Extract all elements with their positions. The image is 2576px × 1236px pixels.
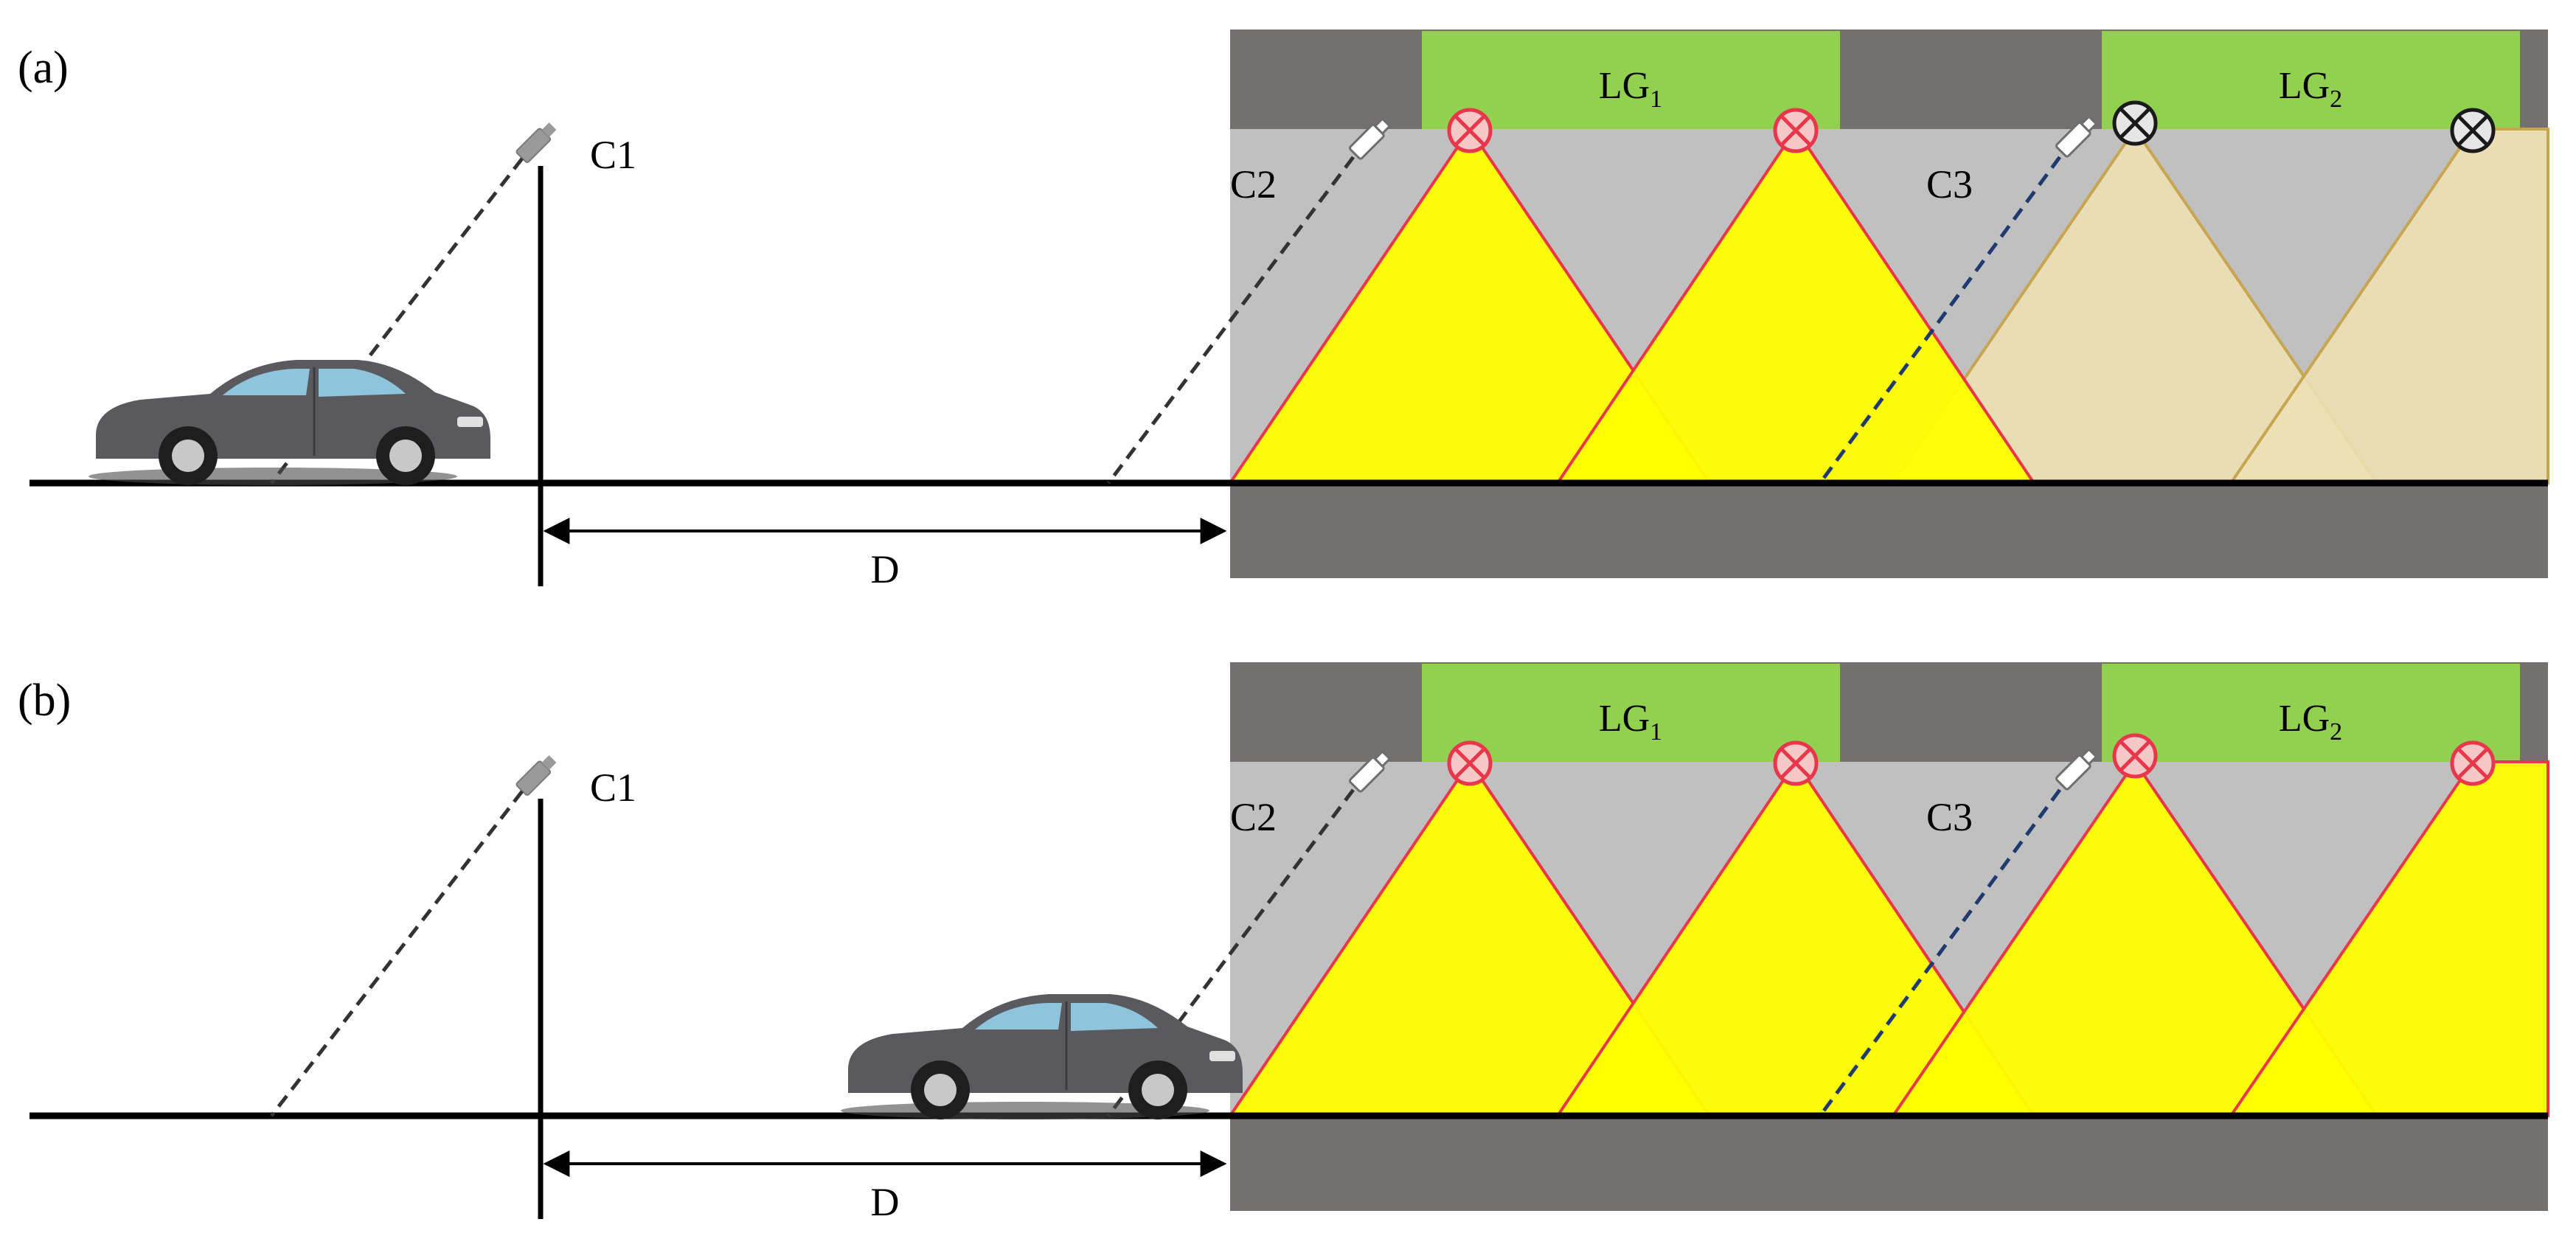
camera-label-c2: C2 bbox=[1230, 162, 1277, 206]
beams-group-1-active bbox=[1227, 126, 2037, 485]
camera-sightline bbox=[270, 157, 524, 485]
beams-all-active bbox=[1227, 759, 2549, 1117]
light-group-2: LG2 bbox=[2102, 664, 2520, 762]
distance-label: D bbox=[871, 1180, 900, 1224]
car-icon bbox=[88, 360, 490, 485]
panel-label: (b) bbox=[18, 676, 71, 726]
svg-text:LG1: LG1 bbox=[1599, 65, 1662, 113]
lamp-off-icon bbox=[2450, 108, 2496, 153]
light-group-1-subscript: 1 bbox=[1650, 86, 1662, 113]
light-group-1: LG1 bbox=[1422, 664, 1840, 762]
camera-icon bbox=[2055, 115, 2098, 158]
lamp-off-icon bbox=[2112, 100, 2158, 146]
svg-text:LG2: LG2 bbox=[2279, 698, 2342, 746]
lamp-icon bbox=[1773, 108, 1819, 153]
light-group-2-subscript: 2 bbox=[2330, 718, 2342, 746]
camera-label-c3: C3 bbox=[1926, 795, 1973, 839]
camera-label-c3: C3 bbox=[1926, 162, 1973, 206]
tunnel-floor bbox=[1230, 485, 2548, 578]
camera-sightline bbox=[1107, 788, 1355, 1117]
svg-text:LG2: LG2 bbox=[2279, 65, 2342, 113]
light-group-1-name: LG bbox=[1599, 698, 1650, 740]
lamp-icon bbox=[2450, 740, 2496, 786]
camera-sightline bbox=[1818, 788, 2062, 1117]
light-group-2: LG2 bbox=[2102, 31, 2520, 129]
tunnel-floor bbox=[1230, 1117, 2548, 1211]
camera-icon bbox=[2055, 748, 2098, 791]
car-icon bbox=[841, 994, 1243, 1119]
camera-icon bbox=[1349, 750, 1392, 793]
panel-label: (a) bbox=[18, 43, 69, 93]
lamp-icon bbox=[1773, 740, 1819, 786]
camera-sightline bbox=[1107, 156, 1355, 485]
camera-label-c1: C1 bbox=[590, 765, 636, 810]
lamp-icon bbox=[1447, 740, 1493, 786]
camera-icon bbox=[1349, 117, 1392, 160]
camera-label-c2: C2 bbox=[1230, 795, 1277, 839]
camera-icon bbox=[515, 122, 557, 164]
panel-b: LG1 LG2 bbox=[18, 662, 2549, 1224]
light-group-2-name: LG bbox=[2279, 698, 2330, 740]
camera-icon bbox=[515, 755, 557, 796]
light-group-2-subscript: 2 bbox=[2330, 86, 2342, 113]
camera-sightline bbox=[1818, 156, 2062, 485]
light-group-1: LG1 bbox=[1422, 31, 1840, 129]
camera-label-c1: C1 bbox=[590, 133, 636, 177]
camera-sightline bbox=[270, 790, 524, 1117]
light-group-1-name: LG bbox=[1599, 65, 1650, 107]
light-group-1-subscript: 1 bbox=[1650, 718, 1662, 746]
distance-label: D bbox=[871, 547, 900, 591]
panel-a: LG1 LG2 bbox=[18, 29, 2549, 591]
light-group-2-name: LG bbox=[2279, 65, 2330, 107]
lamp-icon bbox=[1447, 108, 1493, 153]
svg-text:LG1: LG1 bbox=[1599, 698, 1662, 746]
lamp-icon bbox=[2112, 733, 2158, 779]
